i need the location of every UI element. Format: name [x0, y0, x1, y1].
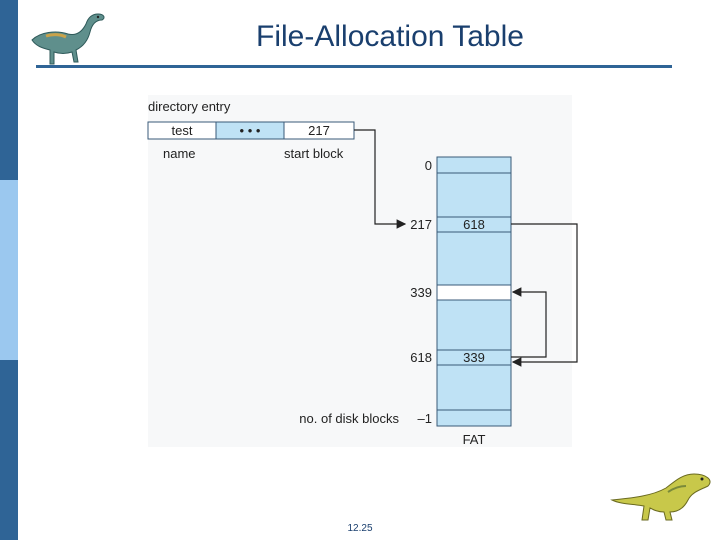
directory-name-value: test — [172, 123, 193, 138]
fat-row-last — [436, 409, 512, 427]
sidebar-block-bottom — [0, 360, 18, 540]
fat-gap-2 — [436, 231, 512, 286]
title-underline — [36, 65, 672, 68]
fat-entry-end: –1 — [418, 411, 432, 426]
chain-arrow-618-to-339 — [511, 287, 547, 358]
fat-caption: FAT — [463, 432, 486, 447]
directory-ellipsis: • • • — [240, 123, 261, 138]
directory-start-value: 217 — [308, 123, 330, 138]
start-block-arrow — [354, 129, 407, 229]
dinosaur-logo-icon — [31, 13, 105, 65]
dinosaur-mascot-icon — [610, 473, 711, 521]
fat-row-0 — [436, 156, 512, 174]
fat-label-0: 0 — [425, 158, 432, 173]
directory-name-label: name — [163, 146, 196, 161]
fat-entry-217-value: 618 — [463, 217, 485, 232]
sidebar-block-top — [0, 0, 18, 180]
fat-gap-3 — [436, 299, 512, 351]
fat-label-disk-blocks: no. of disk blocks — [299, 411, 399, 426]
fat-label-618: 618 — [410, 350, 432, 365]
directory-start-label: start block — [284, 146, 344, 161]
fat-label-217: 217 — [410, 217, 432, 232]
fat-entry-618-value: 339 — [463, 350, 485, 365]
directory-entry-caption: directory entry — [148, 99, 231, 114]
page-number: 12.25 — [347, 523, 373, 534]
fat-gap-4 — [436, 364, 512, 411]
fat-label-339: 339 — [410, 285, 432, 300]
sidebar-stripe — [0, 0, 18, 540]
fat-row-339 — [436, 284, 512, 301]
slide-title: File-Allocation Table — [256, 20, 524, 53]
fat-gap-1 — [436, 172, 512, 218]
sidebar-block-middle — [0, 180, 18, 360]
chain-arrow-217-to-618 — [511, 223, 578, 367]
